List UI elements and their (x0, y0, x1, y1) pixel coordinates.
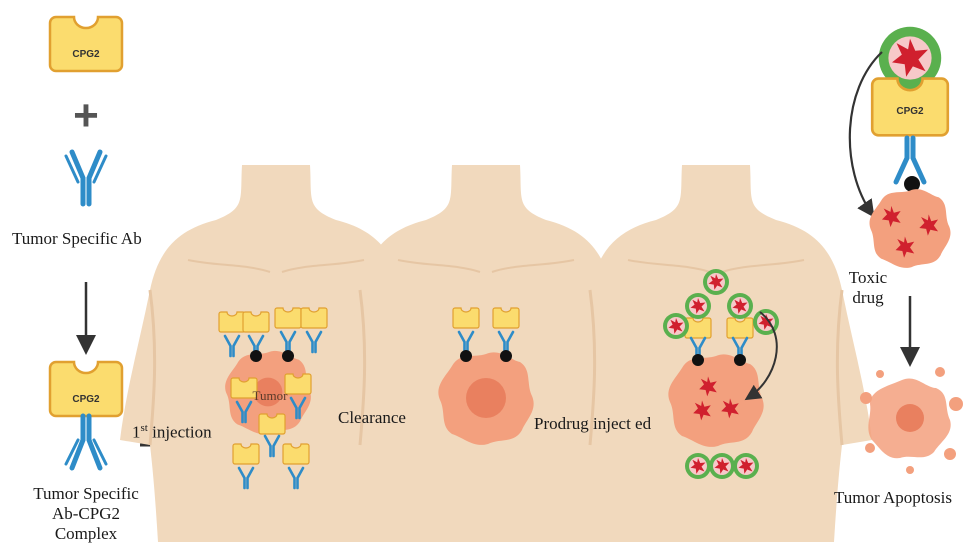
tumor-panel3 (668, 354, 763, 447)
label-toxic-line1: Toxic (842, 268, 894, 288)
apoptosis-tumor (860, 367, 963, 474)
label-injection-text: injection (152, 423, 211, 442)
label-complex: Tumor Specific Ab-CPG2 Complex (18, 484, 154, 544)
label-injection: 1st injection (132, 418, 212, 443)
tumor-panel2 (438, 352, 533, 445)
antibody-icon (66, 152, 106, 204)
right-antibody (896, 138, 924, 182)
label-injection-num: 1 (132, 423, 141, 442)
complex-antibody (66, 416, 106, 468)
label-tumor-specific-ab: Tumor Specific Ab (12, 229, 142, 249)
label-clearance: Clearance (338, 408, 406, 428)
label-toxic-line2: drug (842, 288, 894, 308)
label-prodrug-injected: Prodrug inject ed (534, 414, 651, 434)
cpg2-label-top: CPG2 (72, 49, 100, 60)
label-injection-sup: st (141, 422, 148, 434)
label-toxic-drug: Toxic drug (842, 268, 894, 308)
label-complex-line1: Tumor Specific (18, 484, 154, 504)
right-tumor-toxic (870, 189, 951, 268)
label-complex-line2: Ab-CPG2 (18, 504, 154, 524)
complex-enzyme (50, 362, 122, 416)
tumor-label: Tumor (253, 388, 289, 403)
cpg2-label-complex: CPG2 (72, 394, 100, 405)
label-complex-line3: Complex (18, 524, 154, 544)
torso-prodrug (560, 165, 872, 542)
label-tumor-apoptosis: Tumor Apoptosis (834, 488, 952, 508)
plus-sign: + (73, 91, 99, 140)
cpg2-label-right: CPG2 (896, 106, 924, 117)
cpg2-enzyme-top (50, 17, 122, 71)
